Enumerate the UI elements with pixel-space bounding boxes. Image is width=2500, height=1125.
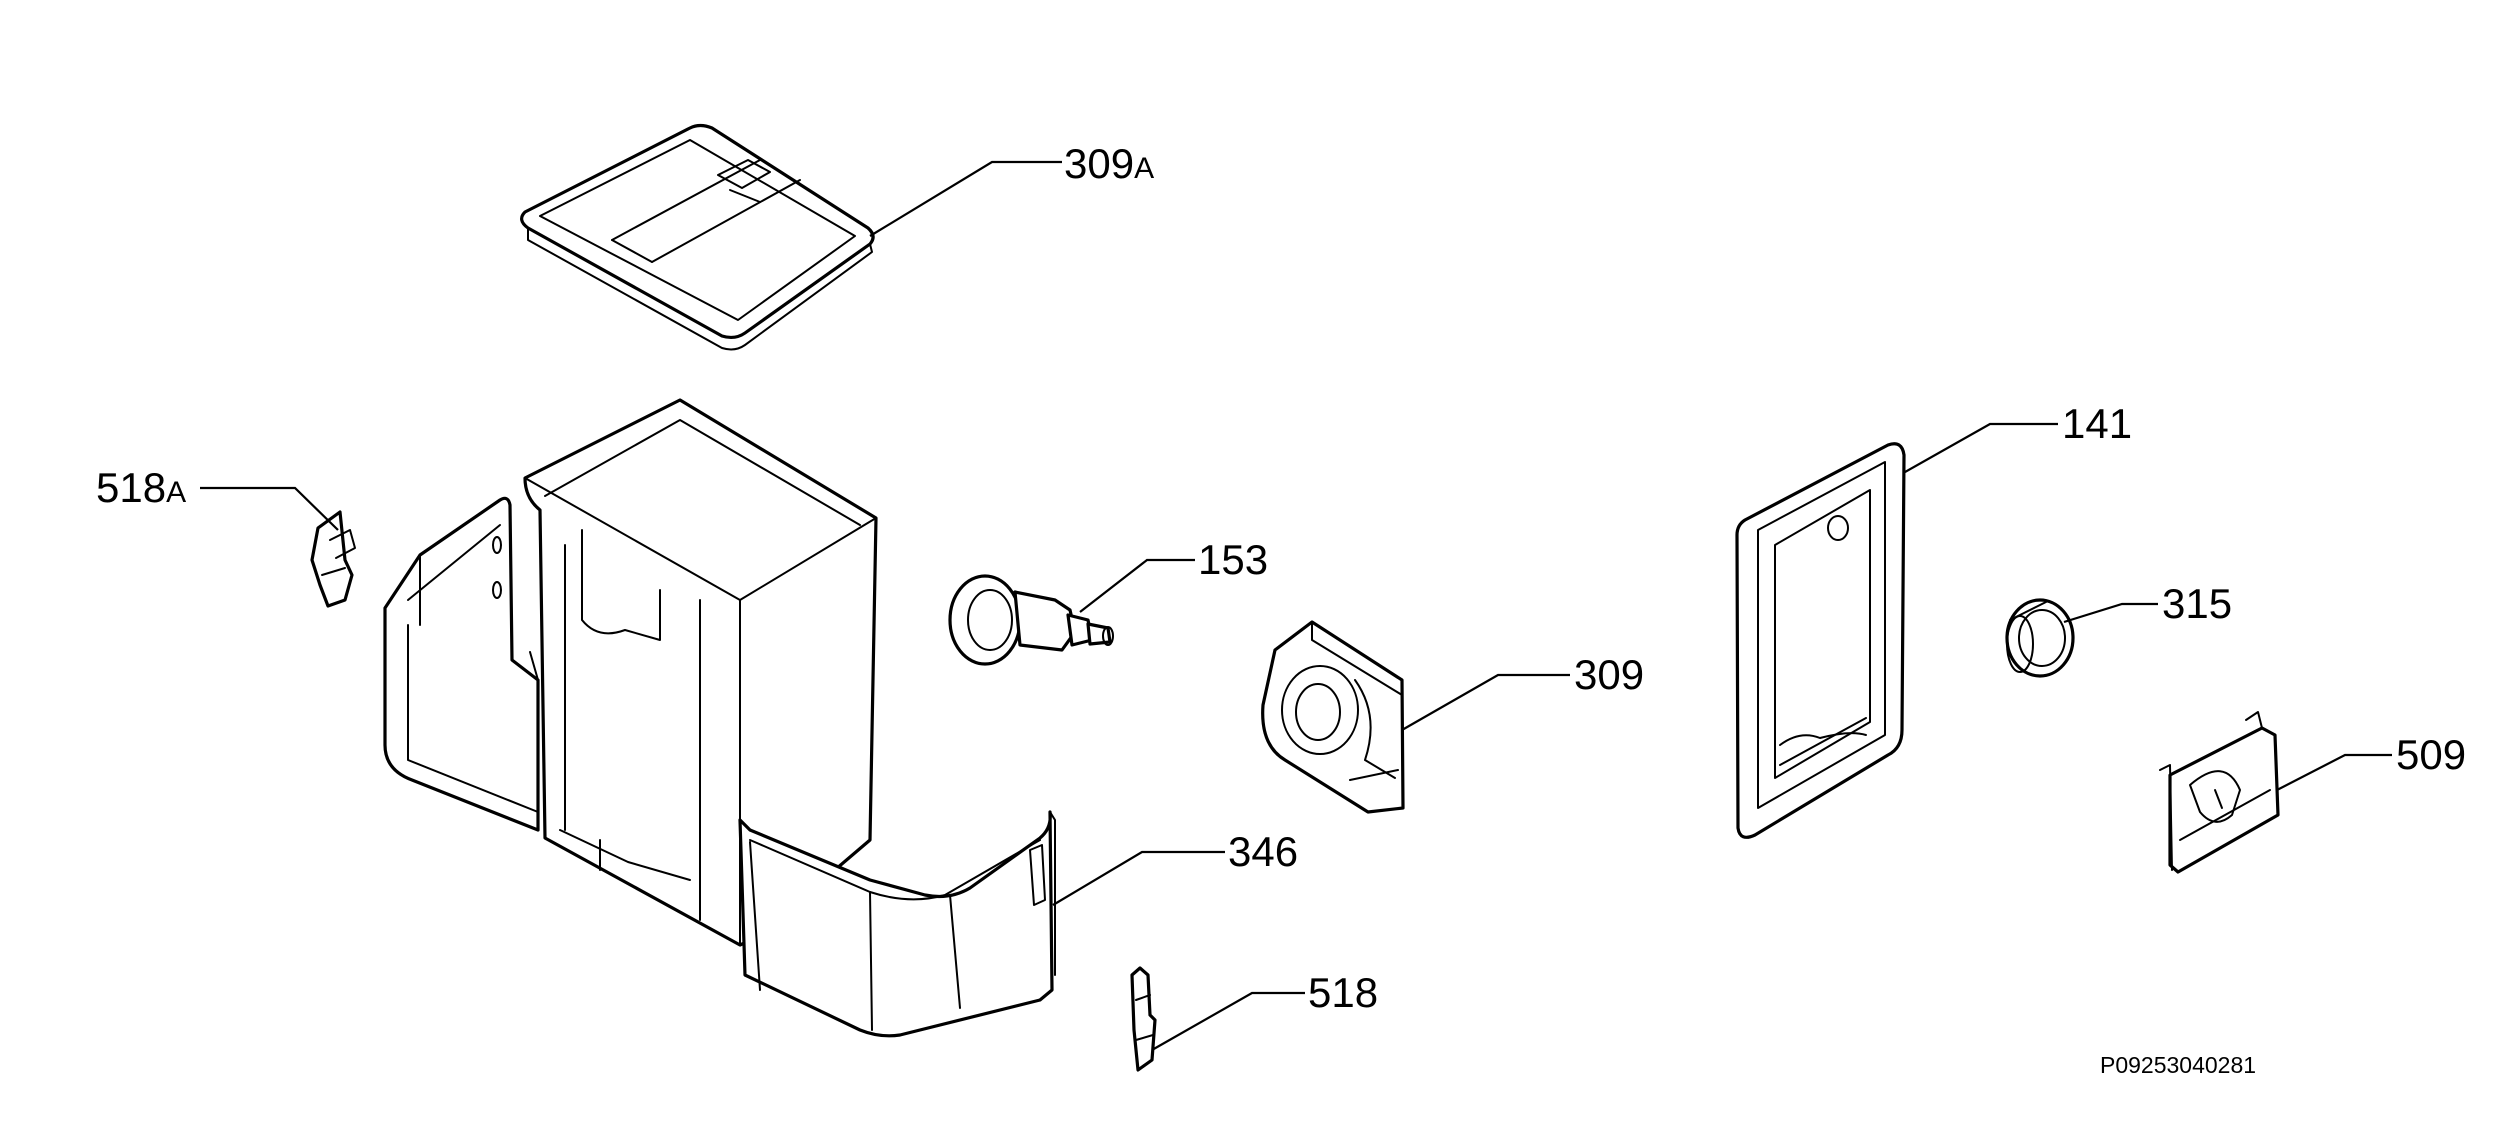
leader-141 — [1904, 422, 2058, 473]
callout-518: 518 — [1308, 969, 1378, 1016]
leader-518 — [1151, 991, 1305, 1051]
part-nozzle-153 — [948, 574, 1114, 666]
part-lid-309a — [520, 123, 875, 351]
part-clip-518a — [310, 510, 356, 608]
leader-518a — [200, 486, 339, 531]
leader-lines — [200, 160, 2392, 1051]
leader-315 — [2063, 602, 2158, 624]
callout-153: 153 — [1198, 536, 1268, 583]
part-clip-518 — [1130, 966, 1157, 1072]
part-valve-housing-309 — [1261, 620, 1405, 814]
callout-509: 509 — [2396, 731, 2466, 778]
callout-315: 315 — [2162, 580, 2232, 627]
leader-346 — [1052, 850, 1225, 906]
callout-518a: 518A — [96, 464, 186, 511]
part-container-346 — [383, 398, 1056, 1038]
part-ring-315 — [2005, 598, 2075, 678]
part-frame-141 — [1735, 442, 1906, 839]
callout-309a: 309A — [1064, 140, 1154, 187]
callout-309: 309 — [1574, 651, 1644, 698]
callout-346: 346 — [1228, 828, 1298, 875]
diagram-reference-code: P09253040281 — [2100, 1052, 2256, 1078]
leader-309 — [1401, 673, 1570, 731]
callout-labels: 309A 518A 153 141 315 309 509 346 518 — [96, 140, 2466, 1016]
leader-309a — [869, 160, 1062, 237]
leader-509 — [2276, 753, 2392, 791]
callout-141: 141 — [2062, 400, 2132, 447]
part-bracket-509 — [2159, 711, 2280, 874]
leader-153 — [1079, 558, 1195, 613]
